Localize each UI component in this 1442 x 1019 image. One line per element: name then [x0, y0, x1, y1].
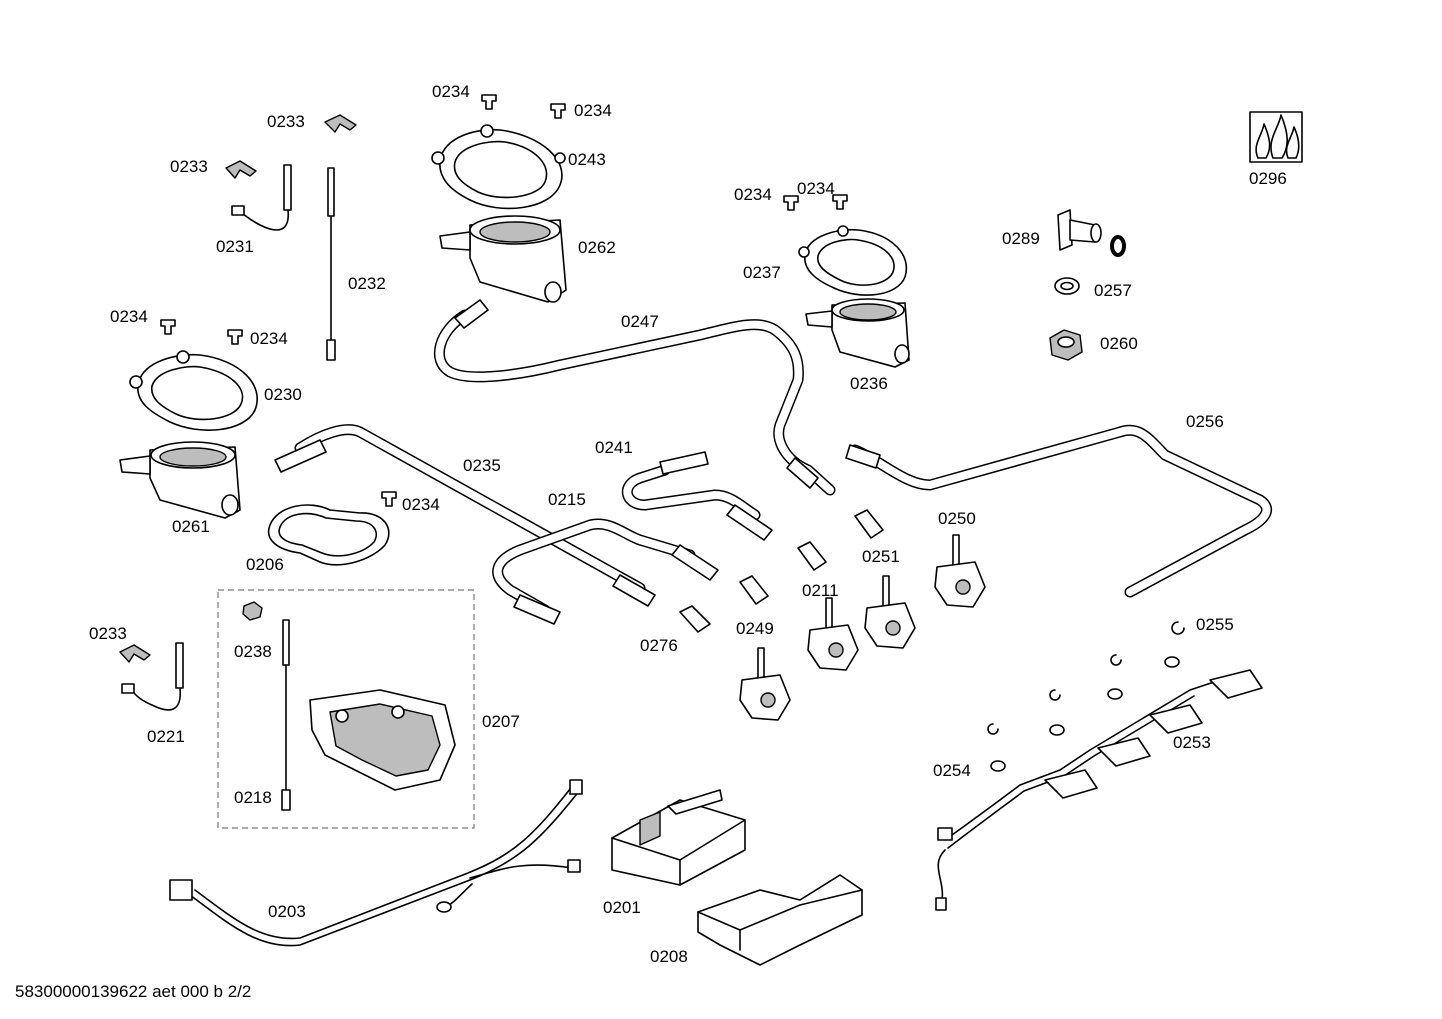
label-0215: 0215	[548, 490, 586, 509]
gas-pipe-0235	[274, 424, 656, 607]
heat-shield-0208	[697, 874, 863, 966]
nut-0260	[1049, 329, 1083, 361]
footer-code: 58300000139622 aet 000 b 2/2	[15, 982, 251, 1001]
label-0243: 0243	[568, 150, 606, 169]
injector-0251	[854, 509, 884, 539]
screw-0234	[160, 94, 848, 507]
gasket-ring-0289	[1110, 235, 1126, 257]
injector-0249	[739, 575, 769, 605]
burner-base-0261	[119, 441, 241, 519]
label-0261: 0261	[172, 517, 210, 536]
label-0201: 0201	[603, 898, 641, 917]
gas-pipe-0241	[622, 451, 773, 541]
clip-0233	[119, 114, 357, 663]
label-0247: 0247	[621, 312, 659, 331]
injector-0211	[797, 541, 827, 571]
assembly-box-0207	[217, 589, 475, 829]
gas-pipe-0247	[433, 299, 836, 496]
washer-0254	[990, 656, 1180, 772]
label-0207: 0207	[482, 712, 520, 731]
electrode-0218	[281, 619, 291, 811]
washer-0257	[1054, 277, 1080, 295]
label-0231: 0231	[216, 237, 254, 256]
label-0206: 0206	[246, 555, 284, 574]
label-0235: 0235	[463, 456, 501, 475]
label-0233: 0233	[170, 157, 208, 176]
label-0289: 0289	[1002, 229, 1040, 248]
clip-0255	[987, 621, 1185, 735]
elbow-fitting-0289	[1057, 209, 1102, 251]
label-0262: 0262	[578, 238, 616, 257]
label-0260: 0260	[1100, 334, 1138, 353]
label-0234: 0234	[402, 495, 440, 514]
label-0236: 0236	[850, 374, 888, 393]
label-0255: 0255	[1196, 615, 1234, 634]
label-0203: 0203	[268, 902, 306, 921]
gas-pipe-0256	[845, 424, 1272, 598]
burner-seal-0237	[798, 225, 908, 296]
gasket-0206	[267, 504, 390, 566]
label-0230: 0230	[264, 385, 302, 404]
igniter-harness-0253	[935, 669, 1263, 911]
label-0276: 0276	[640, 636, 678, 655]
label-0234: 0234	[797, 179, 835, 198]
control-block-0201	[611, 789, 746, 886]
label-0233: 0233	[267, 112, 305, 131]
label-0233: 0233	[89, 624, 127, 643]
burner-base-0236	[805, 298, 910, 368]
label-0234: 0234	[110, 307, 148, 326]
part-labels: 0234 0234 0233 0233 0243 0296 0234 0234 …	[15, 82, 1287, 1001]
label-0296: 0296	[1249, 169, 1287, 188]
gas-pipe-0215	[492, 518, 719, 625]
label-0250: 0250	[938, 509, 976, 528]
burner-base-0262	[439, 215, 567, 303]
label-0234: 0234	[250, 329, 288, 348]
label-0208: 0208	[650, 947, 688, 966]
label-0241: 0241	[595, 438, 633, 457]
cable-0203	[169, 779, 583, 947]
injector-0276	[679, 605, 711, 633]
gas-flame-icon	[1249, 111, 1303, 163]
label-0237: 0237	[743, 263, 781, 282]
label-0238: 0238	[234, 642, 272, 661]
electrode-0232	[326, 167, 336, 361]
thermocouple-0221	[121, 642, 184, 711]
nut-0238	[242, 601, 263, 621]
label-0234: 0234	[574, 101, 612, 120]
gas-valve-0250	[934, 534, 986, 608]
gas-valve-1	[739, 647, 791, 721]
label-0254: 0254	[933, 761, 971, 780]
burner-seal-0243	[431, 124, 566, 210]
label-0256: 0256	[1186, 412, 1224, 431]
label-0249: 0249	[736, 619, 774, 638]
label-0211: 0211	[802, 581, 839, 600]
gas-valve-2	[807, 597, 859, 671]
label-0253: 0253	[1173, 733, 1211, 752]
gas-valve-3	[864, 575, 916, 649]
thermocouple-0231	[231, 164, 292, 231]
label-0234: 0234	[734, 185, 772, 204]
label-0257: 0257	[1094, 281, 1132, 300]
label-0218: 0218	[234, 788, 272, 807]
label-0221: 0221	[147, 727, 185, 746]
label-0232: 0232	[348, 274, 386, 293]
label-0234: 0234	[432, 82, 470, 101]
label-0251: 0251	[862, 547, 900, 566]
burner-seal-0230	[129, 350, 258, 431]
burner-housing-0207	[309, 689, 456, 791]
